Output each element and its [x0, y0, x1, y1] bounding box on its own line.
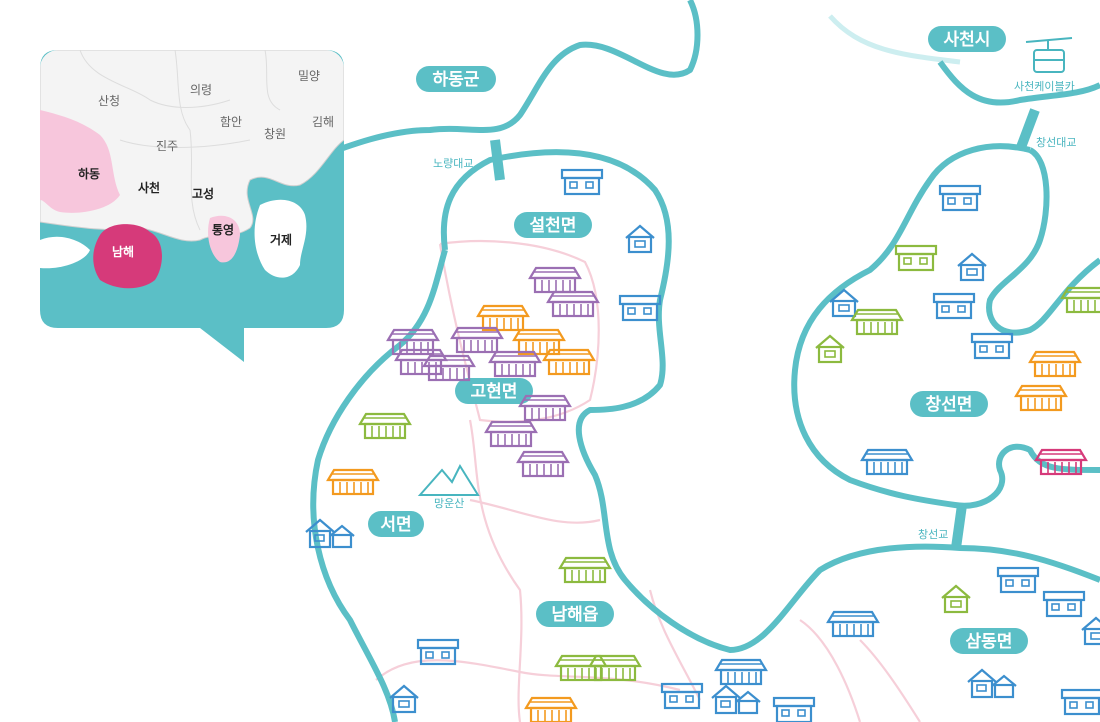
- road-network: [375, 239, 921, 722]
- building-samdong-5-icon: [1080, 616, 1100, 646]
- building-samdong-4-icon: [826, 610, 880, 638]
- inset-label-uiryeong: 의령: [190, 83, 212, 97]
- building-gohyeon-8-icon: [394, 348, 448, 376]
- label-samdong: 삼동면: [950, 628, 1028, 654]
- building-gohyeon-10-icon: [488, 350, 542, 378]
- label-noryang-bridge: 노량대교: [433, 157, 473, 170]
- building-seo-1-icon: [358, 412, 412, 440]
- building-namhae-1-icon: [558, 556, 612, 584]
- inset-label-miryang: 밀양: [298, 69, 320, 83]
- building-changseon-6-icon: [932, 292, 976, 320]
- building-gohyeon-3-icon: [618, 294, 662, 322]
- hadong-coast: [308, 0, 701, 163]
- inset-label-geoje: 거제: [270, 232, 292, 247]
- label-changseon-bridge: 창선대교: [1036, 136, 1076, 149]
- building-namhae-8-icon: [714, 658, 768, 686]
- building-namhae-9-icon: [710, 684, 762, 715]
- building-samdong-1-icon: [996, 566, 1040, 594]
- building-gohyeon-12-icon: [518, 394, 572, 422]
- building-samdong-7-icon: [1060, 688, 1100, 716]
- inset-label-gimhae: 김해: [312, 115, 334, 129]
- changseon-bridge: [1015, 108, 1040, 152]
- sacheon-coast: [937, 60, 1100, 106]
- building-namhae-4-icon: [588, 654, 642, 682]
- noryang-bridge: [490, 139, 505, 181]
- svg-text:사천시: 사천시: [944, 30, 991, 50]
- building-gohyeon-14-icon: [516, 450, 570, 478]
- building-changseon-9-icon: [1028, 350, 1082, 378]
- building-changseon-5-icon: [850, 308, 904, 336]
- inset-label-tongyeong: 통영: [212, 222, 234, 237]
- building-changseon-1-icon: [938, 184, 982, 212]
- label-mangunsan: 망운산: [434, 497, 464, 510]
- building-changseon-7-icon: [814, 334, 846, 364]
- building-changseon-2-icon: [894, 244, 938, 272]
- building-seo-2-icon: [326, 468, 380, 496]
- building-samdong-2-icon: [940, 584, 972, 614]
- svg-text:설천면: 설천면: [530, 216, 577, 236]
- building-namhae-6-icon: [524, 696, 578, 722]
- inset-label-changwon: 창원: [264, 127, 286, 141]
- changseongyo-bridge: [951, 504, 967, 549]
- label-seolcheon: 설천면: [514, 212, 592, 238]
- label-seo: 서면: [368, 511, 424, 537]
- inset-label-sancheong: 산청: [98, 94, 120, 108]
- mountain-icon: [417, 463, 480, 496]
- building-gohyeon-11-icon: [542, 348, 596, 376]
- svg-text:고현면: 고현면: [471, 382, 518, 402]
- inset-map: 산청 의령 밀양 함안 진주 창원 김해 하동 사천 고성 남해 통영 거제: [40, 50, 344, 362]
- building-seolcheon-1-icon: [560, 168, 604, 196]
- svg-text:하동군: 하동군: [433, 70, 480, 90]
- label-sacheon: 사천시: [928, 26, 1006, 52]
- building-changseon-11-icon: [1060, 286, 1100, 314]
- label-changseon: 창선면: [910, 391, 988, 417]
- inset-label-haman: 함안: [220, 115, 242, 129]
- building-seolcheon-2-icon: [624, 224, 656, 254]
- changseon-east-coast: [986, 147, 1100, 336]
- building-namhae-10-icon: [772, 696, 816, 722]
- label-cablecar: 사천케이블카: [1014, 79, 1075, 93]
- inset-label-namhae: 남해: [112, 244, 134, 259]
- svg-text:남해읍: 남해읍: [552, 605, 599, 625]
- label-namhae: 남해읍: [536, 601, 614, 627]
- svg-text:서면: 서면: [380, 515, 411, 535]
- building-changseon-3-icon: [956, 252, 988, 282]
- changseon-island-coast: [791, 143, 1100, 509]
- channel-top-light: [828, 14, 961, 65]
- cablecar-icon: [1025, 37, 1073, 73]
- namhae-west-coast: [310, 249, 448, 722]
- building-samdong-3-icon: [1042, 590, 1086, 618]
- inset-label-jinju: 진주: [156, 139, 178, 153]
- building-changseon-10-icon: [1014, 384, 1068, 412]
- inset-label-hadong: 하동: [78, 166, 100, 181]
- building-changseon-12-icon: [860, 448, 914, 476]
- building-gohyeon-13-icon: [484, 420, 538, 448]
- label-gohyeon: 고현면: [455, 378, 533, 404]
- building-samdong-6-icon: [966, 668, 1018, 699]
- label-hadong: 하동군: [416, 66, 496, 92]
- inset-label-goseong: 고성: [192, 187, 214, 201]
- building-changseon-8-icon: [970, 332, 1014, 360]
- label-changseongyo: 창선교: [918, 528, 948, 541]
- inset-label-sacheon: 사천: [138, 180, 160, 195]
- building-gohyeon-4-icon: [476, 304, 530, 332]
- building-gohyeon-1-icon: [528, 266, 582, 294]
- svg-text:삼동면: 삼동면: [966, 632, 1013, 652]
- namhae-coastline: [440, 149, 1100, 653]
- svg-text:창선면: 창선면: [926, 395, 973, 415]
- building-gohyeon-2-icon: [546, 290, 600, 318]
